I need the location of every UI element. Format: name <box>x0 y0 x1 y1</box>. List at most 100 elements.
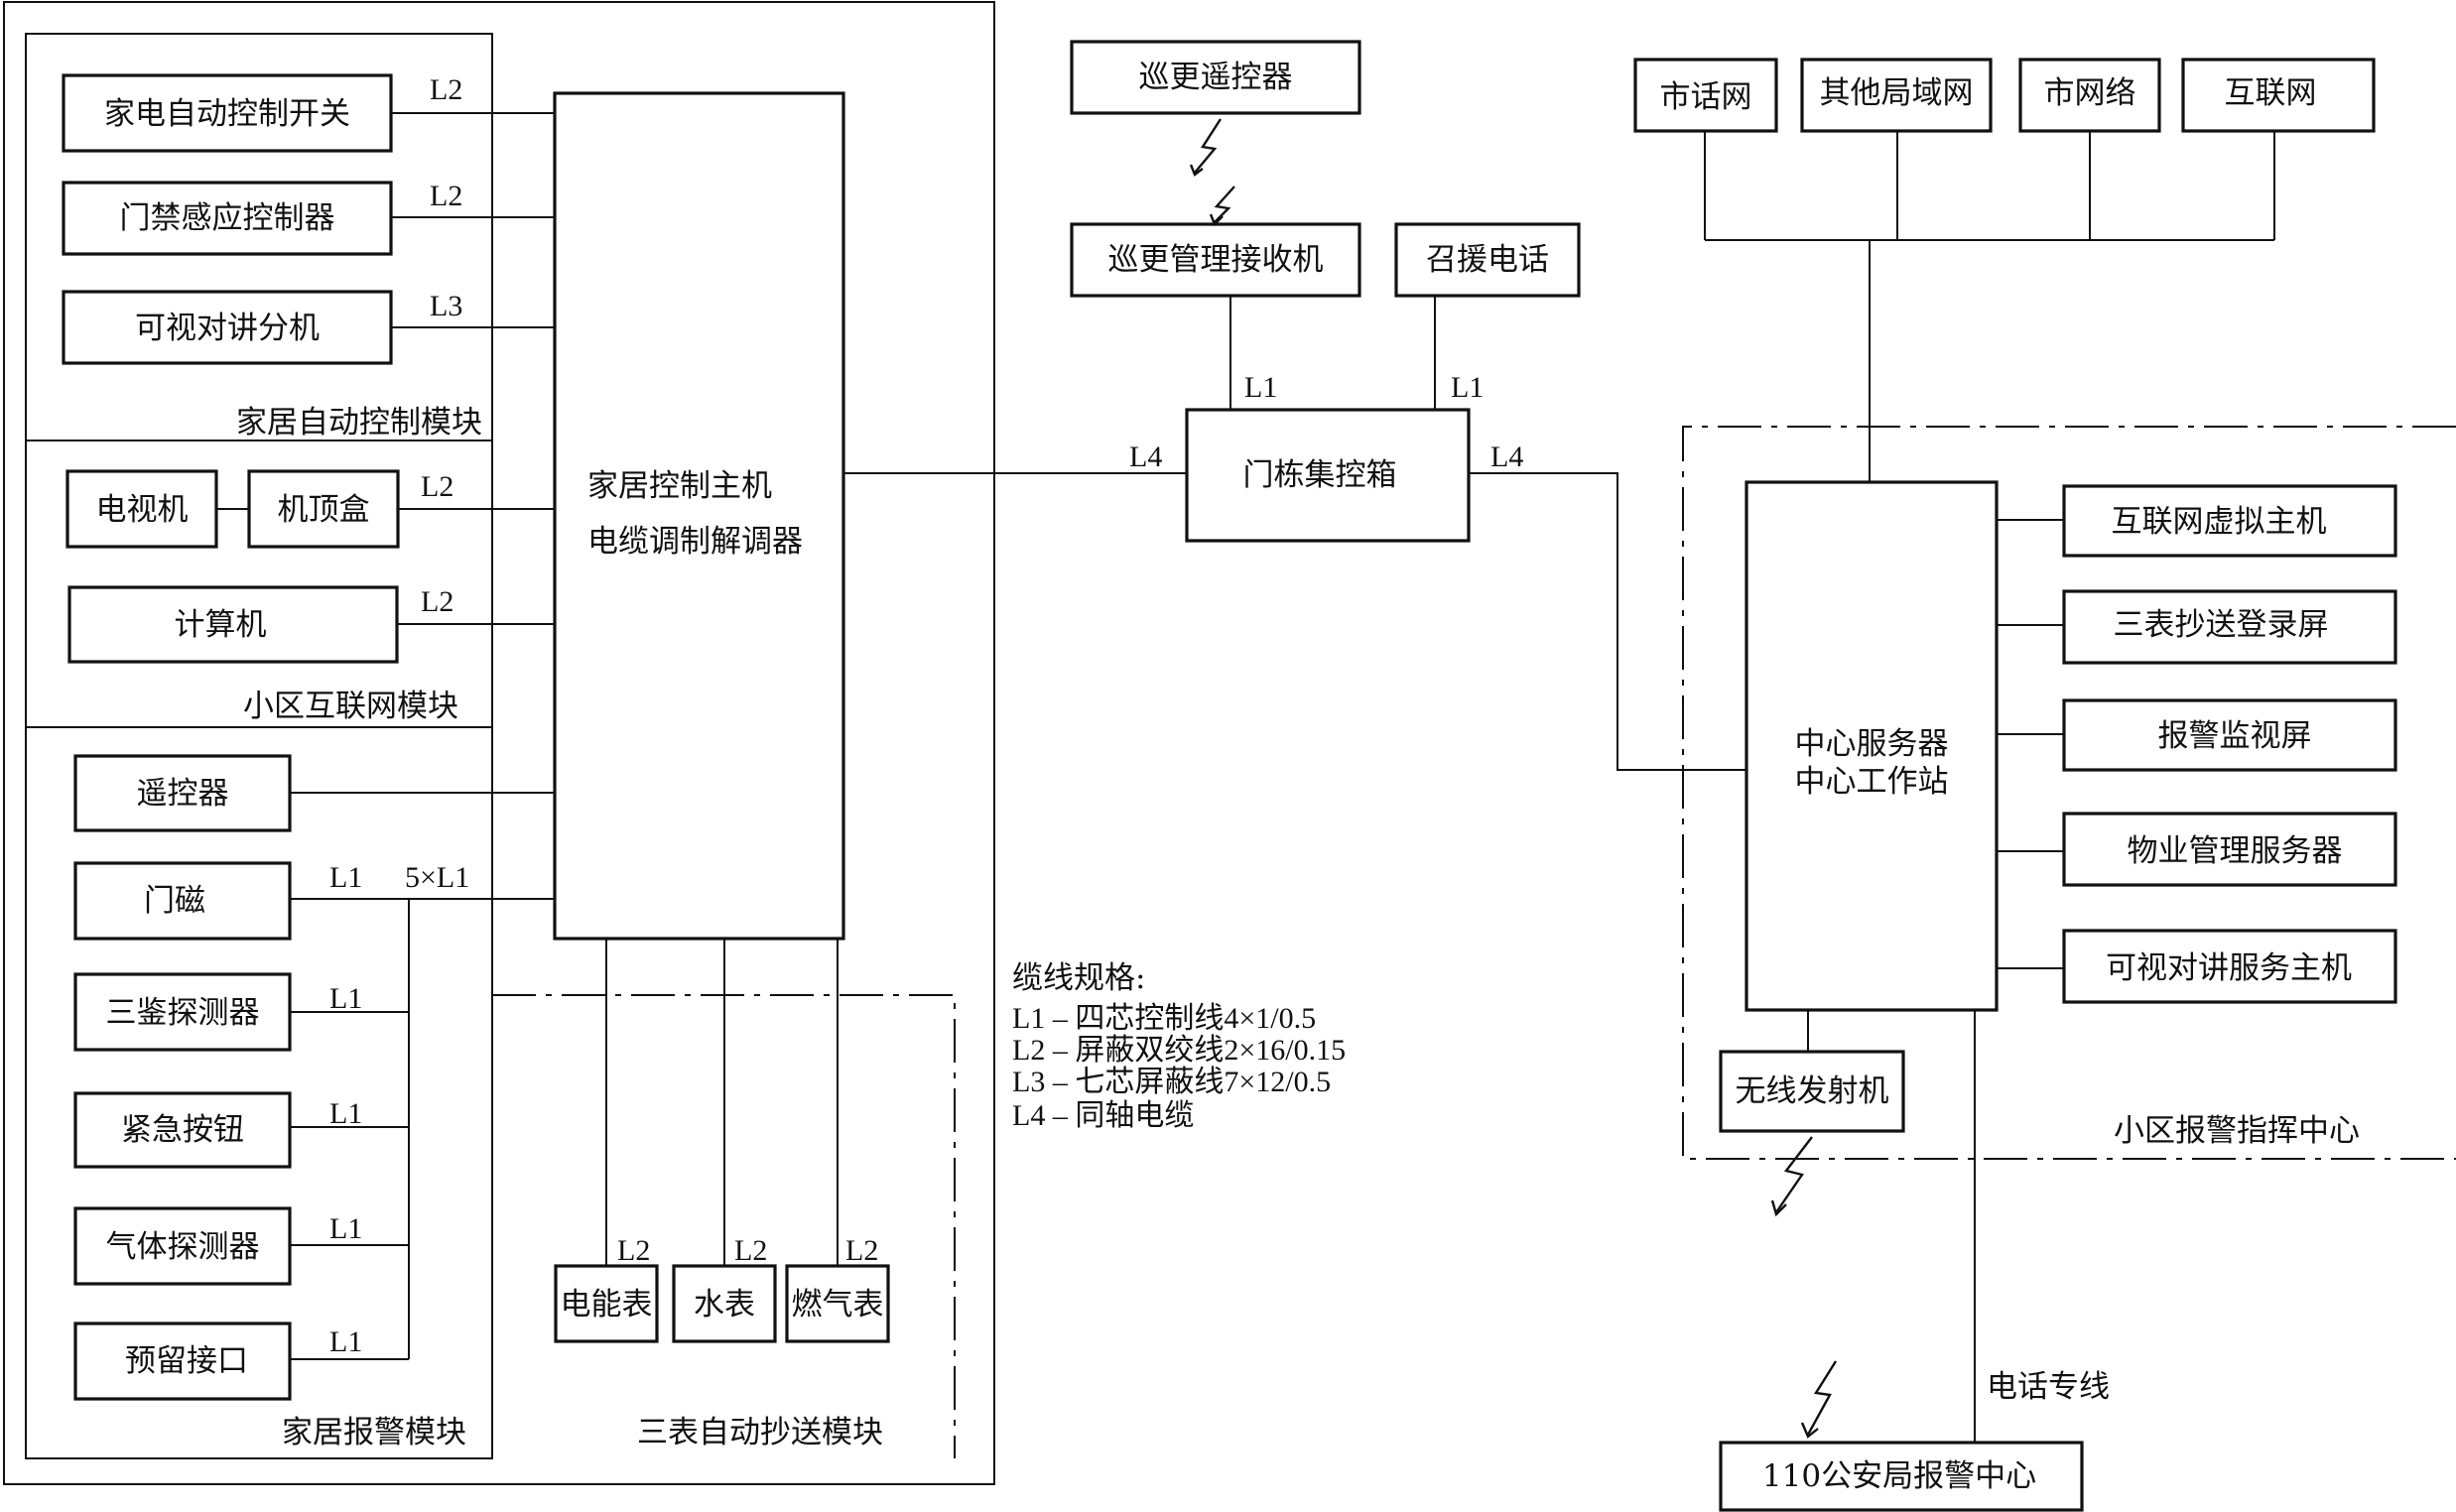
tag-l1: L1 <box>329 1097 362 1130</box>
patrol-receiver-label: 巡更管理接收机 <box>1108 242 1324 278</box>
internet-label: 互联网 <box>2225 75 2317 111</box>
tag-l2: L2 <box>421 585 453 618</box>
other-lan-label: 其他局域网 <box>1820 75 1974 111</box>
phone-line-label: 电话专线 <box>1987 1369 2110 1405</box>
police-center-box <box>1719 1441 2084 1512</box>
computer-label: 计算机 <box>175 607 267 643</box>
host-label-line1: 家居控制主机 <box>587 468 772 504</box>
local-phone-net-label: 市话网 <box>1660 79 1752 115</box>
set-top-box-label: 机顶盒 <box>278 492 370 528</box>
tag-5xl1: 5×L1 <box>405 861 469 894</box>
patrol-remote-box <box>1070 40 1361 115</box>
legend-title: 缆线规格: <box>1012 960 1145 996</box>
legend-item: L4 – 同轴电缆 <box>1012 1099 1194 1132</box>
building-box-label: 门栋集控箱 <box>1243 457 1397 493</box>
tag-l1: L1 <box>329 1325 362 1358</box>
gas-meter-box <box>785 1264 890 1343</box>
tv-label: 电视机 <box>96 492 189 528</box>
door-magnet-label: 门磁 <box>144 883 205 919</box>
wireless-tx-box <box>1719 1050 1905 1133</box>
appliance-switch-label: 家电自动控制开关 <box>104 96 350 132</box>
wireless-tx-label: 无线发射机 <box>1736 1073 1889 1109</box>
building-box-box <box>1185 408 1471 543</box>
triple-detector-box <box>73 972 292 1052</box>
tag-l1: L1 <box>329 861 362 894</box>
module-alarm-command: 小区报警指挥中心 <box>2114 1113 2360 1149</box>
meter-screen-box <box>2062 589 2397 665</box>
other-lan-box <box>1800 58 1993 133</box>
gas-detector-box <box>73 1206 292 1286</box>
tag-l2: L2 <box>421 470 453 503</box>
city-network-box <box>2018 58 2161 133</box>
remote-box <box>73 754 292 832</box>
tag-l2: L2 <box>430 73 462 106</box>
tag-l2: L2 <box>845 1234 878 1267</box>
meter-module-frame <box>492 994 956 1458</box>
water-meter-label: 水表 <box>694 1287 755 1323</box>
computer-box <box>67 585 399 664</box>
tag-l4: L4 <box>1129 441 1162 473</box>
access-sensor-label: 门禁感应控制器 <box>120 200 335 236</box>
host-label-line2: 电缆调制解调器 <box>587 524 803 560</box>
tag-l2: L2 <box>734 1234 767 1267</box>
emergency-button-label: 紧急按钮 <box>121 1112 244 1148</box>
gas-meter-label: 燃气表 <box>792 1287 884 1323</box>
help-phone-label: 召援电话 <box>1426 242 1549 278</box>
tag-l1: L1 <box>1244 371 1277 404</box>
set-top-box-box <box>247 469 400 549</box>
electric-meter-box <box>554 1264 659 1343</box>
tag-l2: L2 <box>430 180 462 212</box>
server-label-line1: 中心服务器 <box>1795 726 1949 762</box>
tag-l1: L1 <box>1451 371 1484 404</box>
intercom-host-box <box>2062 929 2397 1004</box>
gas-detector-label: 气体探测器 <box>106 1229 260 1265</box>
reserved-port-label: 预留接口 <box>125 1343 248 1379</box>
video-intercom-ext-label: 可视对讲分机 <box>135 311 320 346</box>
appliance-switch-box <box>62 73 393 153</box>
tag-l1: L1 <box>329 1212 362 1245</box>
video-intercom-ext-box <box>62 290 393 365</box>
tag-l4: L4 <box>1490 441 1523 473</box>
legend-item: L2 – 屏蔽双绞线2×16/0.15 <box>1012 1034 1346 1067</box>
central-server-box <box>1745 480 1999 1012</box>
remote-label: 遥控器 <box>137 776 229 812</box>
patrol-receiver-box <box>1070 222 1361 298</box>
police-center-label: 110公安局报警中心 <box>1762 1458 2036 1494</box>
patrol-remote-label: 巡更遥控器 <box>1139 60 1293 95</box>
module-meter-reading: 三表自动抄送模块 <box>637 1415 883 1450</box>
module-home-automation: 家居自动控制模块 <box>236 405 482 441</box>
wireless-bolt-icon <box>1775 1136 1813 1213</box>
wireless-bolt-icon <box>1806 1360 1838 1436</box>
home-outer-frame <box>3 1 995 1485</box>
meter-screen-label: 三表抄送登录屏 <box>2114 607 2329 643</box>
help-phone-box <box>1394 222 1581 298</box>
reserved-port-box <box>73 1322 292 1401</box>
home-host-box <box>553 91 845 941</box>
virtual-host-label: 互联网虚拟主机 <box>2112 504 2327 540</box>
legend-item: L1 – 四芯控制线4×1/0.5 <box>1012 1002 1316 1035</box>
alarm-monitor-label: 报警监视屏 <box>2158 718 2312 754</box>
server-label-line2: 中心工作站 <box>1795 764 1949 800</box>
module-home-alarm: 家居报警模块 <box>282 1415 466 1450</box>
home-inner-frame <box>25 33 493 1459</box>
tag-l1: L1 <box>329 982 362 1015</box>
emergency-button-box <box>73 1091 292 1169</box>
intercom-host-label: 可视对讲服务主机 <box>2106 950 2352 986</box>
water-meter-box <box>672 1264 777 1343</box>
wireless-bolt-icon <box>1214 186 1235 223</box>
electric-meter-label: 电能表 <box>561 1287 653 1323</box>
triple-detector-label: 三鉴探测器 <box>106 995 260 1031</box>
door-magnet-box <box>73 861 292 941</box>
internet-box <box>2181 58 2376 133</box>
module-community-internet: 小区互联网模块 <box>243 689 458 724</box>
property-server-box <box>2062 812 2397 887</box>
property-server-label: 物业管理服务器 <box>2128 833 2343 869</box>
tag-l2: L2 <box>617 1234 650 1267</box>
wireless-bolt-icon <box>1194 118 1223 174</box>
command-center-frame <box>1682 426 2456 1160</box>
legend-item: L3 – 七芯屏蔽线7×12/0.5 <box>1012 1066 1331 1098</box>
city-network-label: 市网络 <box>2044 75 2136 111</box>
access-sensor-box <box>62 181 393 256</box>
tag-l3: L3 <box>430 290 462 322</box>
